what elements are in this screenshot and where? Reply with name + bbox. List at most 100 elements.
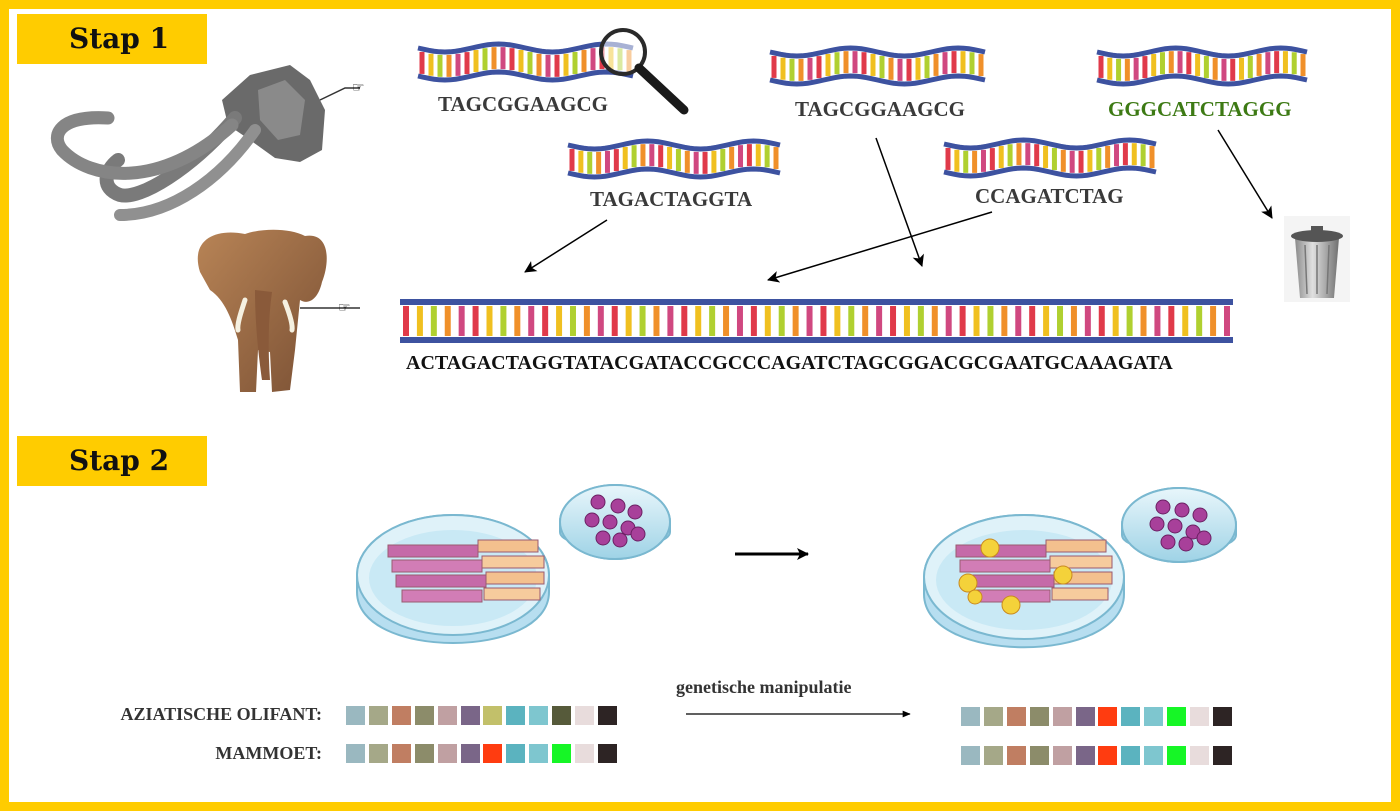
dna-base-pair — [653, 306, 660, 336]
dna-base-pair — [729, 146, 735, 169]
dna-base-pair — [1195, 53, 1201, 76]
gene-swatch — [575, 744, 594, 763]
dna-base-pair — [825, 54, 831, 77]
gene-swatch — [346, 744, 365, 763]
gene-swatch — [1098, 707, 1118, 726]
dna-base-pair — [972, 150, 978, 173]
gene-swatch — [437, 744, 457, 763]
dna-base-pair — [1149, 146, 1155, 169]
dna-base-pair — [780, 57, 786, 80]
dna-base-pair — [773, 147, 779, 170]
dna-base-pair — [1084, 306, 1091, 336]
gene-swatch — [1075, 746, 1095, 765]
dna-base-pair — [1256, 53, 1262, 76]
dna-base-pair — [491, 47, 497, 70]
dna-base-pair — [1265, 52, 1271, 75]
dna-base-pair — [518, 49, 524, 72]
gene-swatch — [483, 706, 503, 725]
elephant-illustration: ☞ — [197, 229, 360, 392]
dna-base-pair — [1291, 52, 1297, 75]
dna-base-pair — [1087, 149, 1093, 172]
trash-can-icon — [1284, 216, 1350, 302]
dna-base-pair — [658, 145, 664, 168]
gene-swatch — [1029, 746, 1049, 765]
dna-base-pair — [1140, 306, 1147, 336]
petri-dishes-before — [356, 484, 809, 644]
arrow-fragment5-to-strand — [767, 211, 993, 283]
dna-base-pair — [1203, 56, 1209, 79]
dna-base-pair — [1177, 51, 1183, 74]
dna-base-pair — [1112, 306, 1119, 336]
dna-base-pair — [528, 306, 535, 336]
dna-base-pair — [959, 306, 966, 336]
gene-swatch — [1075, 707, 1095, 726]
dna-base-pair — [542, 306, 549, 336]
dna-base-pair — [1182, 306, 1189, 336]
gene-swatch — [529, 744, 549, 763]
dna-base-pair — [861, 52, 867, 75]
dna-base-pair — [1124, 58, 1130, 81]
dna-base-pair — [1133, 57, 1139, 80]
dna-base-pair — [778, 306, 785, 336]
step1-label: Stap 1 — [17, 14, 207, 64]
assembled-dna-strand — [400, 299, 1233, 343]
dna-base-pair — [486, 306, 493, 336]
gene-swatch — [1029, 707, 1049, 726]
dna-base-pair — [1029, 306, 1036, 336]
dna-base-pair — [430, 306, 437, 336]
dna-base-pair — [500, 306, 507, 336]
gene-swatch — [575, 706, 594, 725]
dna-base-pair — [876, 306, 883, 336]
dna-base-pair — [917, 306, 924, 336]
dna-base-pair — [1060, 149, 1066, 172]
dna-base-pair — [1098, 55, 1104, 78]
gene-swatch — [1052, 746, 1072, 765]
dna-base-pair — [764, 306, 771, 336]
dna-base-pair — [1186, 52, 1192, 75]
gene-swatch — [460, 744, 480, 763]
dna-base-pair — [1043, 306, 1050, 336]
gene-swatch — [1052, 707, 1072, 726]
dna-backbone — [400, 337, 1233, 343]
manipulation-label: genetische manipulatie — [676, 677, 852, 697]
dna-base-pair — [746, 144, 752, 167]
gene-swatch — [368, 744, 388, 763]
dna-base-pair — [1196, 306, 1203, 336]
svg-text:☞: ☞ — [338, 300, 351, 316]
assembled-sequence: ACTAGACTAGGTATACGATACCGCCCAGATCTAGCGGACG… — [406, 352, 1173, 374]
dna-base-pair — [569, 148, 575, 171]
gene-swatch — [1144, 707, 1164, 726]
dna-base-pair — [1159, 52, 1165, 75]
dna-backbone — [417, 41, 634, 55]
dna-base-pair — [1114, 144, 1120, 167]
dna-base-pair — [807, 57, 813, 80]
dna-base-pair — [764, 145, 770, 168]
dna-base-pair — [1282, 51, 1288, 74]
dna-backbone — [769, 45, 986, 59]
dna-base-pair — [604, 150, 610, 173]
dna-base-pair — [1016, 143, 1022, 166]
dna-base-pair — [563, 53, 569, 76]
dna-base-pair — [1098, 306, 1105, 336]
dna-base-pair — [1007, 144, 1013, 167]
dna-base-pair — [852, 51, 858, 74]
gene-swatch — [983, 707, 1003, 726]
arrow-fragment3-to-trash — [1217, 129, 1273, 219]
gene-swatch — [1190, 707, 1209, 726]
gene-swatch — [1190, 746, 1209, 765]
asian-elephant-label: AZIATISCHE OLIFANT: — [120, 704, 322, 724]
gene-swatch — [552, 744, 572, 763]
dna-base-pair — [675, 149, 681, 172]
dna-base-pair — [482, 48, 488, 71]
dna-base-pair — [631, 145, 637, 168]
gene-swatch — [391, 744, 411, 763]
dna-base-pair — [473, 50, 479, 73]
magnifier-icon — [599, 28, 689, 115]
dna-base-pair — [987, 306, 994, 336]
dna-fragment — [943, 137, 1157, 179]
dna-base-pair — [1274, 51, 1280, 74]
dna-base-pair — [569, 306, 576, 336]
dna-base-pair — [933, 53, 939, 76]
dna-base-pair — [590, 48, 596, 71]
dna-base-pair — [500, 47, 506, 70]
